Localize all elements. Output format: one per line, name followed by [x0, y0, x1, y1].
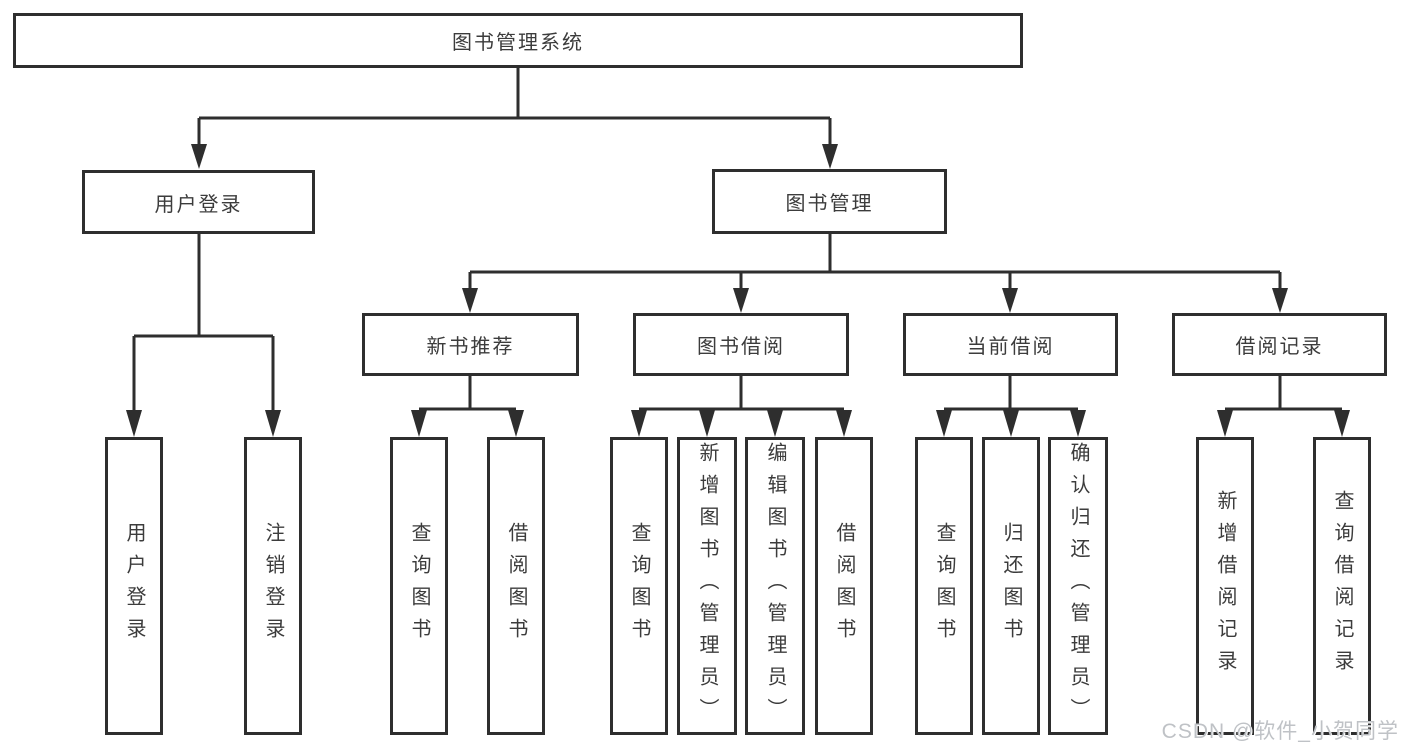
leaf-label: 查询图书	[628, 522, 650, 650]
node-label: 图书管理系统	[452, 32, 584, 54]
node-root: 图书管理系统	[13, 13, 1023, 68]
leaf-borrow-books: 借阅图书	[815, 437, 873, 735]
leaf-label: 借阅图书	[505, 522, 527, 650]
node-new-book-recommend: 新书推荐	[362, 313, 579, 376]
leaf-label: 新增图书（管理员）	[696, 442, 718, 730]
leaf-query-books-borrow: 查询图书	[610, 437, 668, 735]
leaf-query-borrow-record: 查询借阅记录	[1313, 437, 1371, 735]
leaf-return-book: 归还图书	[982, 437, 1040, 735]
node-book-borrow: 图书借阅	[633, 313, 849, 376]
node-user-login: 用户登录	[82, 170, 315, 234]
leaf-label: 用户登录	[123, 522, 145, 650]
leaf-label: 新增借阅记录	[1214, 490, 1236, 682]
leaf-add-borrow-record: 新增借阅记录	[1196, 437, 1254, 735]
leaf-label: 归还图书	[1000, 522, 1022, 650]
leaf-label: 查询图书	[408, 522, 430, 650]
leaf-add-book-admin: 新增图书（管理员）	[677, 437, 737, 735]
node-current-borrow: 当前借阅	[903, 313, 1118, 376]
leaf-query-books-recommend: 查询图书	[390, 437, 448, 735]
node-label: 新书推荐	[426, 336, 515, 358]
node-label: 用户登录	[154, 193, 243, 216]
leaf-label: 查询图书	[933, 522, 955, 650]
node-label: 当前借阅	[966, 336, 1055, 358]
watermark: CSDN @软件_小贺同学	[1161, 720, 1399, 743]
leaf-query-books-current: 查询图书	[915, 437, 973, 735]
node-book-management: 图书管理	[712, 169, 947, 234]
leaf-user-login: 用户登录	[105, 437, 163, 735]
node-label: 借阅记录	[1235, 336, 1324, 358]
leaf-label: 注销登录	[262, 522, 284, 650]
leaf-confirm-return-admin: 确认归还（管理员）	[1048, 437, 1108, 735]
leaf-label: 借阅图书	[833, 522, 855, 650]
leaf-label: 查询借阅记录	[1331, 490, 1353, 682]
leaf-borrow-books-recommend: 借阅图书	[487, 437, 545, 735]
leaf-label: 编辑图书（管理员）	[764, 442, 786, 730]
leaf-logout: 注销登录	[244, 437, 302, 735]
node-label: 图书借阅	[697, 336, 785, 358]
node-borrow-records: 借阅记录	[1172, 313, 1387, 376]
node-label: 图书管理	[785, 193, 874, 215]
leaf-label: 确认归还（管理员）	[1067, 442, 1089, 730]
leaf-edit-book-admin: 编辑图书（管理员）	[745, 437, 805, 735]
